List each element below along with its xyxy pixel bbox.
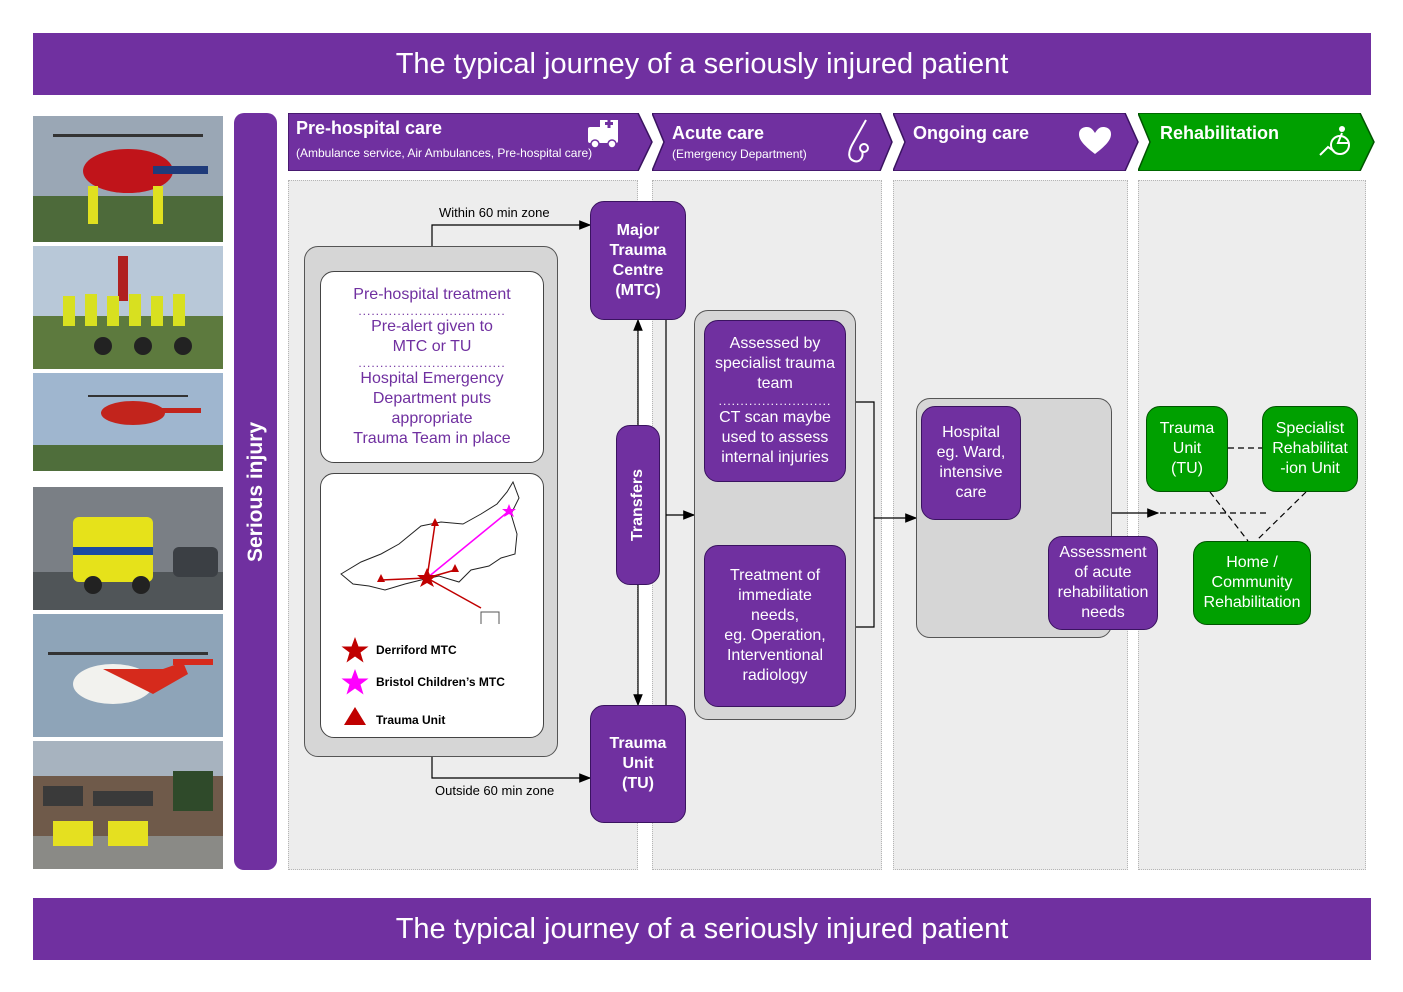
photo-helicopter-crew bbox=[33, 116, 223, 242]
treat-line3: needs, bbox=[750, 607, 800, 624]
home-line1: Home / bbox=[1226, 554, 1278, 571]
home-line3: Rehabilitation bbox=[1203, 594, 1301, 611]
photo-sea-king-helicopter bbox=[33, 373, 223, 471]
stage-prehospital: Pre-hospital care (Ambulance service, Ai… bbox=[288, 113, 654, 171]
prehospital-treatment: Pre-hospital treatment bbox=[353, 286, 511, 303]
rehab-trauma-unit-box: Trauma Unit (TU) bbox=[1146, 406, 1228, 492]
photo-paramedic-cyclists bbox=[33, 246, 223, 369]
tu-line3: (TU) bbox=[622, 775, 654, 792]
hed-line3: appropriate bbox=[391, 410, 473, 427]
tu-line2: Unit bbox=[622, 755, 654, 772]
trauma-unit-triangle-icon bbox=[343, 706, 367, 731]
mtc-line1: Major bbox=[616, 221, 660, 239]
hospital-ward-box: Hospital eg. Ward, intensive care bbox=[921, 406, 1021, 520]
rehab-tu-line3: (TU) bbox=[1171, 460, 1203, 477]
legend-derriford: Derriford MTC bbox=[376, 643, 457, 657]
ward-line3: intensive bbox=[939, 464, 1003, 481]
prealert-line2: MTC or TU bbox=[392, 338, 472, 355]
ward-line1: Hospital bbox=[942, 424, 1000, 441]
hed-line4: Trauma Team in place bbox=[353, 430, 511, 447]
rehab-assess-line3: rehabilitation bbox=[1057, 584, 1149, 601]
within-60-label: Within 60 min zone bbox=[439, 205, 550, 220]
stage-subtitle: (Emergency Department) bbox=[672, 147, 807, 161]
dotted-divider: .................................. bbox=[358, 304, 506, 318]
derriford-star-icon bbox=[340, 636, 370, 669]
stage-title: Rehabilitation bbox=[1160, 123, 1280, 143]
page-footer: The typical journey of a seriously injur… bbox=[395, 912, 1009, 945]
treat-line2: immediate bbox=[738, 587, 812, 604]
rehab-assess-line4: needs bbox=[1081, 604, 1125, 621]
ward-line2: eg. Ward, bbox=[936, 444, 1006, 461]
specialist-rehab-unit-box: Specialist Rehabilitat -ion Unit bbox=[1262, 406, 1358, 492]
mtc-box: Major Trauma Centre (MTC) bbox=[590, 201, 686, 320]
assess-line2: specialist trauma bbox=[714, 355, 836, 372]
tu-box: Trauma Unit (TU) bbox=[590, 705, 686, 823]
treat-line5: Interventional bbox=[726, 647, 824, 664]
treat-line4: eg. Operation, bbox=[724, 627, 826, 644]
page-title: The typical journey of a seriously injur… bbox=[395, 47, 1009, 80]
photo-ambulance bbox=[33, 487, 223, 610]
serious-injury-bar: Serious injury bbox=[234, 113, 277, 870]
stage-rehabilitation: Rehabilitation bbox=[1138, 113, 1376, 171]
mtc-line2: Trauma bbox=[609, 241, 667, 259]
spec-line3: -ion Unit bbox=[1280, 460, 1340, 477]
treatment-box: Treatment of immediate needs, eg. Operat… bbox=[704, 545, 846, 707]
stage-title: Ongoing care bbox=[913, 123, 1030, 143]
spec-line2: Rehabilitat bbox=[1272, 440, 1348, 457]
outside-60-label: Outside 60 min zone bbox=[435, 783, 555, 798]
assess-line1: Assessed by bbox=[729, 335, 821, 352]
treat-line6: radiology bbox=[742, 667, 808, 684]
treat-line1: Treatment of bbox=[729, 567, 821, 584]
ct-line1: CT scan maybe bbox=[719, 409, 831, 426]
legend-bristol: Bristol Children’s MTC bbox=[376, 675, 505, 689]
rehab-assessment-box: Assessment of acute rehabilitation needs bbox=[1048, 536, 1158, 630]
rehab-assess-line1: Assessment bbox=[1059, 544, 1147, 561]
footer-banner: The typical journey of a seriously injur… bbox=[33, 898, 1371, 960]
prehospital-steps: Pre-hospital treatment .................… bbox=[320, 271, 544, 463]
rehab-tu-line2: Unit bbox=[1172, 440, 1202, 457]
tu-line1: Trauma bbox=[609, 735, 667, 752]
region-map-panel bbox=[320, 473, 544, 738]
assessment-box: Assessed by specialist trauma team .....… bbox=[704, 320, 846, 482]
bristol-star-icon bbox=[340, 668, 370, 701]
photo-hospital-building bbox=[33, 741, 223, 869]
ct-line3: internal injuries bbox=[721, 449, 829, 466]
stage-title: Acute care bbox=[672, 123, 765, 143]
photo-air-ambulance bbox=[33, 614, 223, 737]
spec-line1: Specialist bbox=[1275, 420, 1345, 437]
transfers-label: Transfers bbox=[629, 468, 647, 542]
mtc-line4: (MTC) bbox=[615, 281, 661, 299]
transfers-box: Transfers bbox=[616, 425, 660, 585]
mtc-line3: Centre bbox=[612, 261, 664, 279]
rehab-column bbox=[1138, 180, 1366, 870]
stage-subtitle: (Ambulance service, Air Ambulances, Pre-… bbox=[296, 146, 593, 160]
dotted-divider: .................................. bbox=[358, 356, 506, 370]
home-line2: Community bbox=[1211, 574, 1293, 591]
title-banner: The typical journey of a seriously injur… bbox=[33, 33, 1371, 95]
legend-trauma-unit: Trauma Unit bbox=[376, 713, 446, 727]
rehab-tu-line1: Trauma bbox=[1159, 420, 1215, 437]
stage-title: Pre-hospital care bbox=[296, 118, 443, 138]
hed-line1: Hospital Emergency bbox=[360, 370, 504, 387]
ward-line4: care bbox=[955, 484, 987, 501]
home-community-rehab-box: Home / Community Rehabilitation bbox=[1193, 541, 1311, 625]
prealert-line1: Pre-alert given to bbox=[371, 318, 493, 335]
assess-line3: team bbox=[757, 375, 793, 392]
dotted-divider: .......................... bbox=[718, 394, 832, 408]
southwest-map bbox=[340, 480, 520, 624]
hed-line2: Department puts bbox=[372, 390, 492, 407]
ct-line2: used to assess bbox=[721, 429, 829, 446]
rehab-assess-line2: of acute bbox=[1074, 564, 1132, 581]
stage-acute: Acute care (Emergency Department) bbox=[652, 113, 894, 171]
stage-ongoing: Ongoing care bbox=[893, 113, 1140, 171]
